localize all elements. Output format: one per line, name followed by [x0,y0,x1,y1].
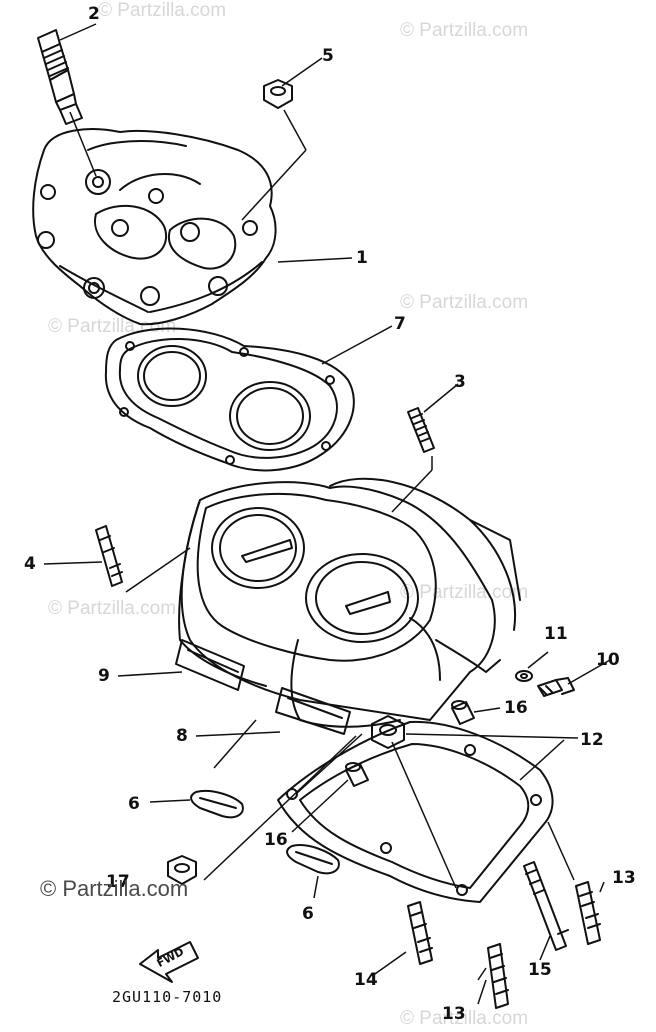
watermark: © Partzilla.com [48,598,177,619]
callout-15: 15 [528,960,552,980]
block-nut [371,715,405,749]
port-cap-6b [286,844,340,875]
nut [263,79,293,109]
callout-16b: 16 [264,830,288,850]
callout-5: 5 [322,46,334,66]
base-gasket [277,720,554,903]
callout-4: 4 [24,554,36,574]
callout-9: 9 [98,666,110,686]
port-cap-6a [190,790,244,819]
stud-bolt-15 [523,861,569,951]
callout-13a: 13 [612,868,636,888]
stud-bolt-4 [95,525,123,587]
dowel-pin-16b [345,762,369,787]
stud-bolt-14 [407,901,433,965]
callout-17: 17 [106,872,130,892]
callout-8: 8 [176,726,188,746]
callout-12: 12 [580,730,604,750]
leader-lines [43,23,611,1005]
dowel-pin-16a [451,700,475,725]
callout-6b: 6 [302,904,314,924]
stud-bolt-13b [487,943,509,1009]
head-gasket [104,327,355,472]
callout-10: 10 [596,650,620,670]
cylinder-block [178,477,521,728]
nut-17 [167,855,197,885]
fwd-arrow-icon [139,941,199,983]
callout-7: 7 [394,314,406,334]
callout-11: 11 [544,624,568,644]
watermark: © Partzilla.com [400,292,529,313]
callout-1: 1 [356,248,368,268]
figure-code: 2GU110-7010 [112,988,223,1006]
callout-14: 14 [354,970,378,990]
watermark: © Partzilla.com [400,1008,529,1029]
callout-13b: 13 [442,1004,466,1024]
callout-3: 3 [454,372,466,392]
washer [515,670,533,682]
spark-plug [37,29,83,125]
exhaust-gasket-8 [275,687,351,735]
callout-16a: 16 [504,698,528,718]
callout-6a: 6 [128,794,140,814]
callout-2: 2 [88,4,100,24]
cylinder-head [32,128,277,326]
watermark: © Partzilla.com [400,582,529,603]
watermark: © Partzilla.com [400,20,529,41]
bolt [537,677,575,697]
exhaust-gasket-9 [175,639,245,691]
stud-bolt-3 [407,407,435,453]
watermark: © Partzilla.com [48,316,177,337]
watermark-bottom: © Partzilla.com [40,876,189,901]
watermark: © Partzilla.com [98,0,227,21]
stud-bolt-13a [575,881,601,945]
